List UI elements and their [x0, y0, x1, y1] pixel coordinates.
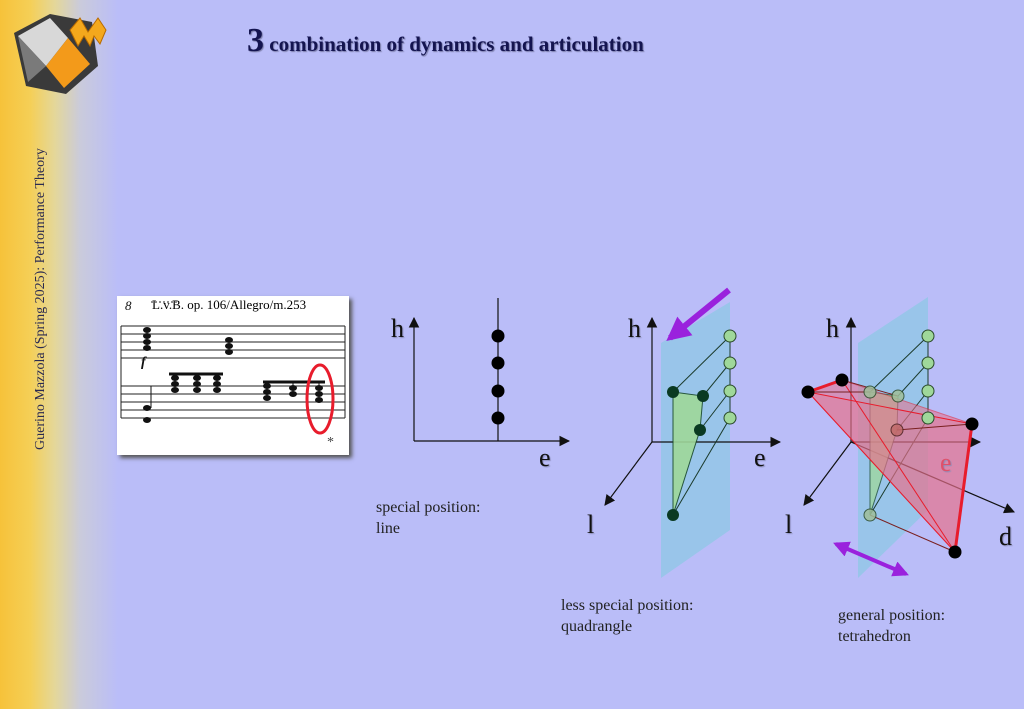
caption-line: special position: [376, 499, 481, 516]
axis-label-h: h [628, 314, 641, 343]
l-axis [803, 441, 852, 506]
caption-line: less special position: [561, 597, 694, 614]
axis-label-h: h [826, 314, 839, 343]
projected-point [723, 384, 737, 398]
quadrangle-vertex [863, 508, 877, 522]
quadrangle-vertex [667, 509, 679, 521]
tetrahedron-diagram [801, 297, 1015, 578]
projected-point [723, 411, 737, 425]
line-diagram [408, 298, 571, 447]
projected-point [921, 411, 935, 425]
pedal-release-mark: * [327, 435, 334, 450]
projected-point [921, 356, 935, 370]
projected-point [921, 384, 935, 398]
axis-label-l: l [587, 510, 595, 539]
logo-icon [14, 14, 107, 94]
quadrangle-caption: less special position: quadrangle [561, 595, 693, 637]
quadrangle-vertex [694, 424, 706, 436]
line-point [491, 384, 505, 398]
octave-mark: 8 [125, 298, 132, 313]
quadrangle-vertex [667, 386, 679, 398]
title-text: combination of dynamics and articulation [269, 32, 644, 56]
tetrahedron-vertex [801, 385, 815, 399]
line-point [491, 356, 505, 370]
caption-line: general position: [838, 607, 946, 624]
view-arrow [666, 287, 731, 342]
line-point [491, 411, 505, 425]
dynamic-mark: f [141, 355, 147, 370]
caption-line: tetrahedron [838, 628, 911, 645]
page-title: 3 combination of dynamics and articulati… [247, 22, 644, 60]
title-number: 3 [247, 22, 264, 59]
axis-label-h: h [391, 314, 404, 343]
tetrahedron-caption: general position: tetrahedron [838, 605, 945, 647]
quadrangle-vertex [890, 423, 904, 437]
axis-label-d: d [999, 522, 1012, 551]
axis-label-e: e [754, 443, 766, 472]
displacement-arrow [833, 541, 909, 577]
l-axis [604, 441, 653, 506]
quadrangle-vertex [863, 385, 877, 399]
score-excerpt: f 8 * L.v.B. op. 106/Allegro/m.253 [117, 296, 349, 455]
score-caption: L.v.B. op. 106/Allegro/m.253 [152, 297, 307, 312]
projected-point [723, 329, 737, 343]
quadrangle-vertex [697, 390, 709, 402]
line-point [491, 329, 505, 343]
projected-point [723, 356, 737, 370]
tetrahedron-vertex [948, 545, 962, 559]
sidebar: Guerino Mazzola (Spring 2025): Performan… [0, 0, 130, 709]
axis-label-e: e [940, 448, 952, 477]
tetrahedron-vertex [965, 417, 979, 431]
projected-point [921, 329, 935, 343]
caption-line: quadrangle [561, 618, 633, 635]
caption-line: line [376, 520, 400, 537]
axis-label-l: l [785, 510, 793, 539]
line-caption: special position: line [376, 497, 480, 539]
quadrangle-vertex [891, 389, 905, 403]
tetrahedron-vertex [835, 373, 849, 387]
quadrangle-diagram [604, 287, 782, 578]
score-image: f 8 * [120, 298, 346, 450]
axis-label-e: e [539, 443, 551, 472]
